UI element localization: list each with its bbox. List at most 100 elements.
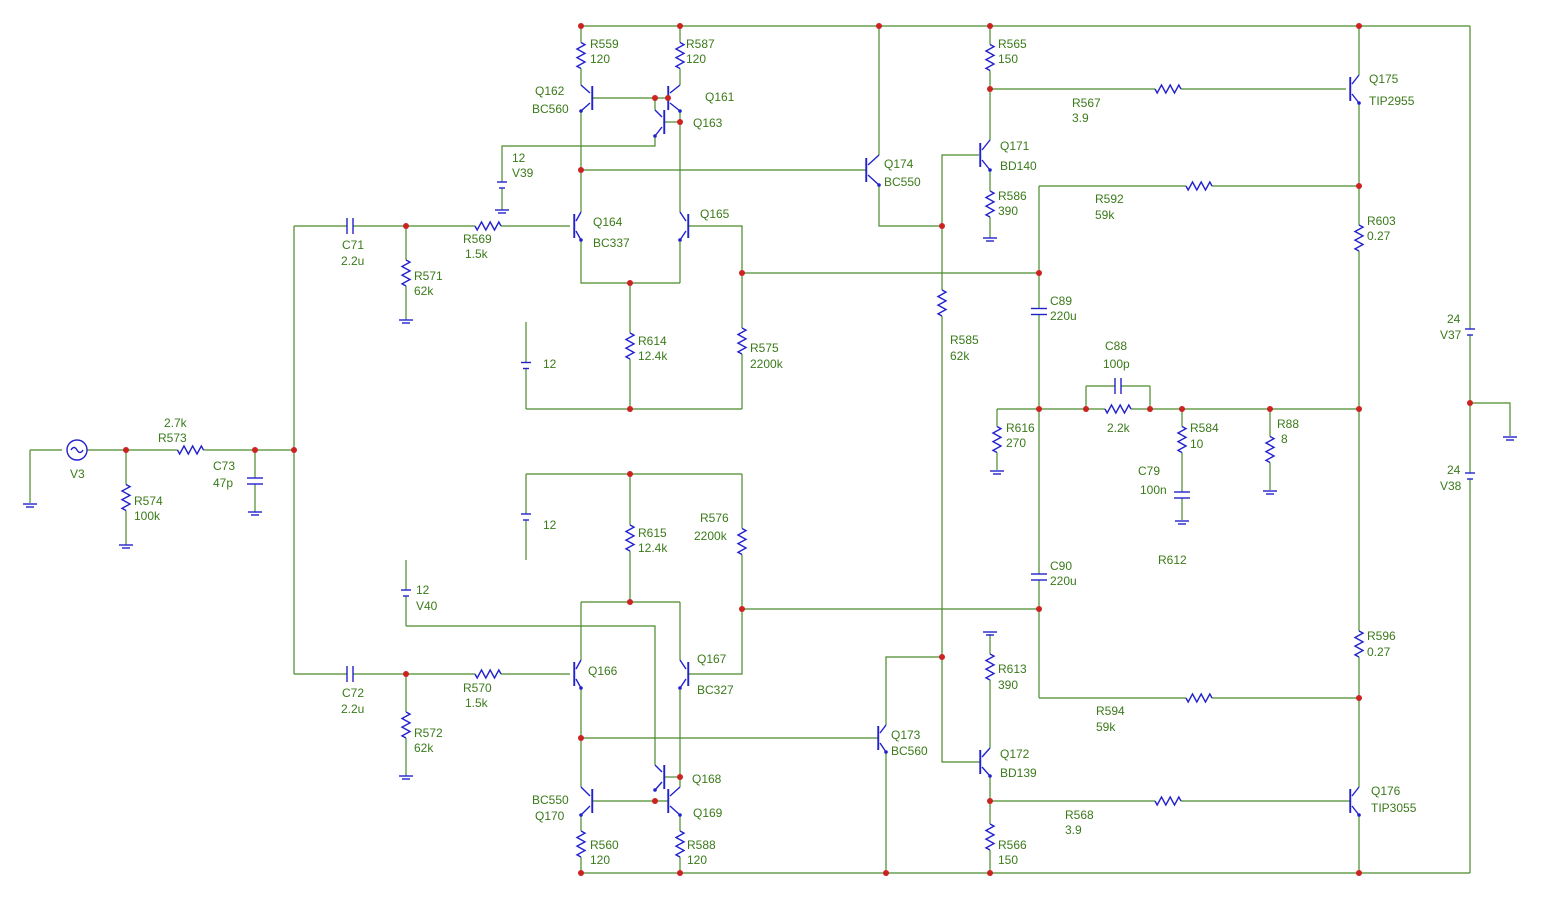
- label-Q172: Q172: [1000, 747, 1030, 761]
- label-R560_v: 120: [590, 853, 610, 867]
- node-dot: [987, 798, 993, 804]
- R586-resistor: [984, 190, 996, 218]
- node-dot: [677, 119, 683, 125]
- R88-resistor: [1264, 435, 1276, 464]
- label-Q163: Q163: [693, 116, 723, 130]
- C72-capacitor: [346, 666, 354, 682]
- label-R575: R575: [750, 341, 779, 355]
- label-R588_v: 120: [687, 853, 707, 867]
- node-dot: [578, 735, 584, 741]
- label-R572_v: 62k: [414, 741, 434, 755]
- label-Q175: Q175: [1369, 72, 1399, 86]
- label-R576: R576: [700, 511, 729, 525]
- label-V38_v: 24: [1447, 463, 1461, 477]
- node-dot: [939, 654, 945, 660]
- ground-icon: [119, 544, 133, 549]
- label-R572: R572: [414, 726, 443, 740]
- label-C71: C71: [342, 238, 364, 252]
- fb-res-resistor: [1104, 403, 1132, 415]
- Q174-transistor: [865, 154, 881, 187]
- label-C88_v: 100p: [1103, 357, 1130, 371]
- node-dot: [876, 23, 882, 29]
- label-R567_v: 3.9: [1072, 111, 1089, 125]
- label-C90_v: 220u: [1050, 574, 1077, 588]
- label-C89_v: 220u: [1050, 309, 1077, 323]
- node-dot: [1036, 406, 1042, 412]
- label-C71_v: 2.2u: [341, 254, 364, 268]
- label-R568_v: 3.9: [1065, 823, 1082, 837]
- label-R570_v: 1.5k: [465, 696, 489, 710]
- ground-icon: [248, 511, 262, 516]
- label-Q171: Q171: [1000, 139, 1030, 153]
- batt-top-battery: [521, 361, 531, 370]
- node-dot: [1147, 406, 1153, 412]
- label-R569_v: 1.5k: [465, 247, 489, 261]
- Q165-transistor: [678, 211, 690, 242]
- node-dot: [883, 870, 889, 876]
- Q173-transistor: [877, 724, 888, 754]
- node-dot: [677, 23, 683, 29]
- label-R594: R594: [1096, 704, 1125, 718]
- label-Q176_t: TIP3055: [1371, 801, 1417, 815]
- label-R566_v: 150: [998, 853, 1018, 867]
- label-R614_v: 12.4k: [638, 349, 668, 363]
- node-dot: [123, 447, 129, 453]
- label-R587_v: 120: [686, 52, 706, 66]
- label-R584: R584: [1190, 421, 1219, 435]
- node-dot: [987, 870, 993, 876]
- R614-resistor: [624, 332, 636, 360]
- node-dot: [403, 671, 409, 677]
- component-labels: R559120R587120Q162BC560Q161Q16312V39Q164…: [70, 37, 1462, 867]
- ground-icon: [23, 503, 37, 508]
- wires: [29, 25, 1511, 874]
- ground-icon: [399, 319, 413, 324]
- C73-capacitor: [247, 477, 263, 485]
- label-C79: C79: [1138, 464, 1160, 478]
- node-dot: [677, 774, 683, 780]
- node-dot: [627, 599, 633, 605]
- label-R575_v: 2200k: [750, 357, 784, 371]
- node-dot: [627, 280, 633, 286]
- node-dot: [252, 447, 258, 453]
- ground-icon: [495, 209, 509, 214]
- label-batt_top_v: 12: [543, 357, 557, 371]
- label-Q170: Q170: [535, 809, 565, 823]
- label-R596: R596: [1367, 629, 1396, 643]
- label-R585: R585: [950, 333, 979, 347]
- R566-resistor: [984, 823, 996, 851]
- label-R588: R588: [687, 838, 716, 852]
- ground-icon: [399, 775, 413, 780]
- label-R592_v: 59k: [1095, 208, 1115, 222]
- C90-capacitor: [1031, 573, 1047, 581]
- Q162-transistor: [579, 84, 594, 113]
- label-Q172_t: BD139: [1000, 766, 1037, 780]
- label-Q161: Q161: [705, 90, 735, 104]
- label-Q174_t: BC550: [884, 175, 921, 189]
- label-Q173_t: BC560: [891, 744, 928, 758]
- node-dot: [739, 606, 745, 612]
- label-R615: R615: [638, 526, 667, 540]
- node-dot: [1356, 870, 1362, 876]
- R570-resistor: [474, 668, 502, 680]
- label-R88_v: 8: [1281, 432, 1288, 446]
- node-dot: [1356, 183, 1362, 189]
- label-Q167: Q167: [697, 652, 727, 666]
- V40-battery: [401, 589, 411, 597]
- node-dot: [578, 23, 584, 29]
- node-dot: [739, 270, 745, 276]
- label-R560: R560: [590, 838, 619, 852]
- V39-battery: [497, 181, 507, 189]
- label-Q173: Q173: [891, 728, 921, 742]
- node-dot: [627, 471, 633, 477]
- V3-source-icon: [66, 439, 88, 461]
- label-R574_v: 100k: [134, 509, 161, 523]
- R587-resistor: [674, 41, 686, 70]
- label-R603_v: 0.27: [1367, 229, 1391, 243]
- label-V3: V3: [70, 467, 85, 481]
- label-V40: V40: [416, 599, 438, 613]
- label-Q164: Q164: [593, 215, 623, 229]
- node-dot: [1467, 400, 1473, 406]
- label-Q164_t: BC337: [593, 236, 630, 250]
- node-dot: [1356, 23, 1362, 29]
- Q170-transistor: [579, 786, 594, 817]
